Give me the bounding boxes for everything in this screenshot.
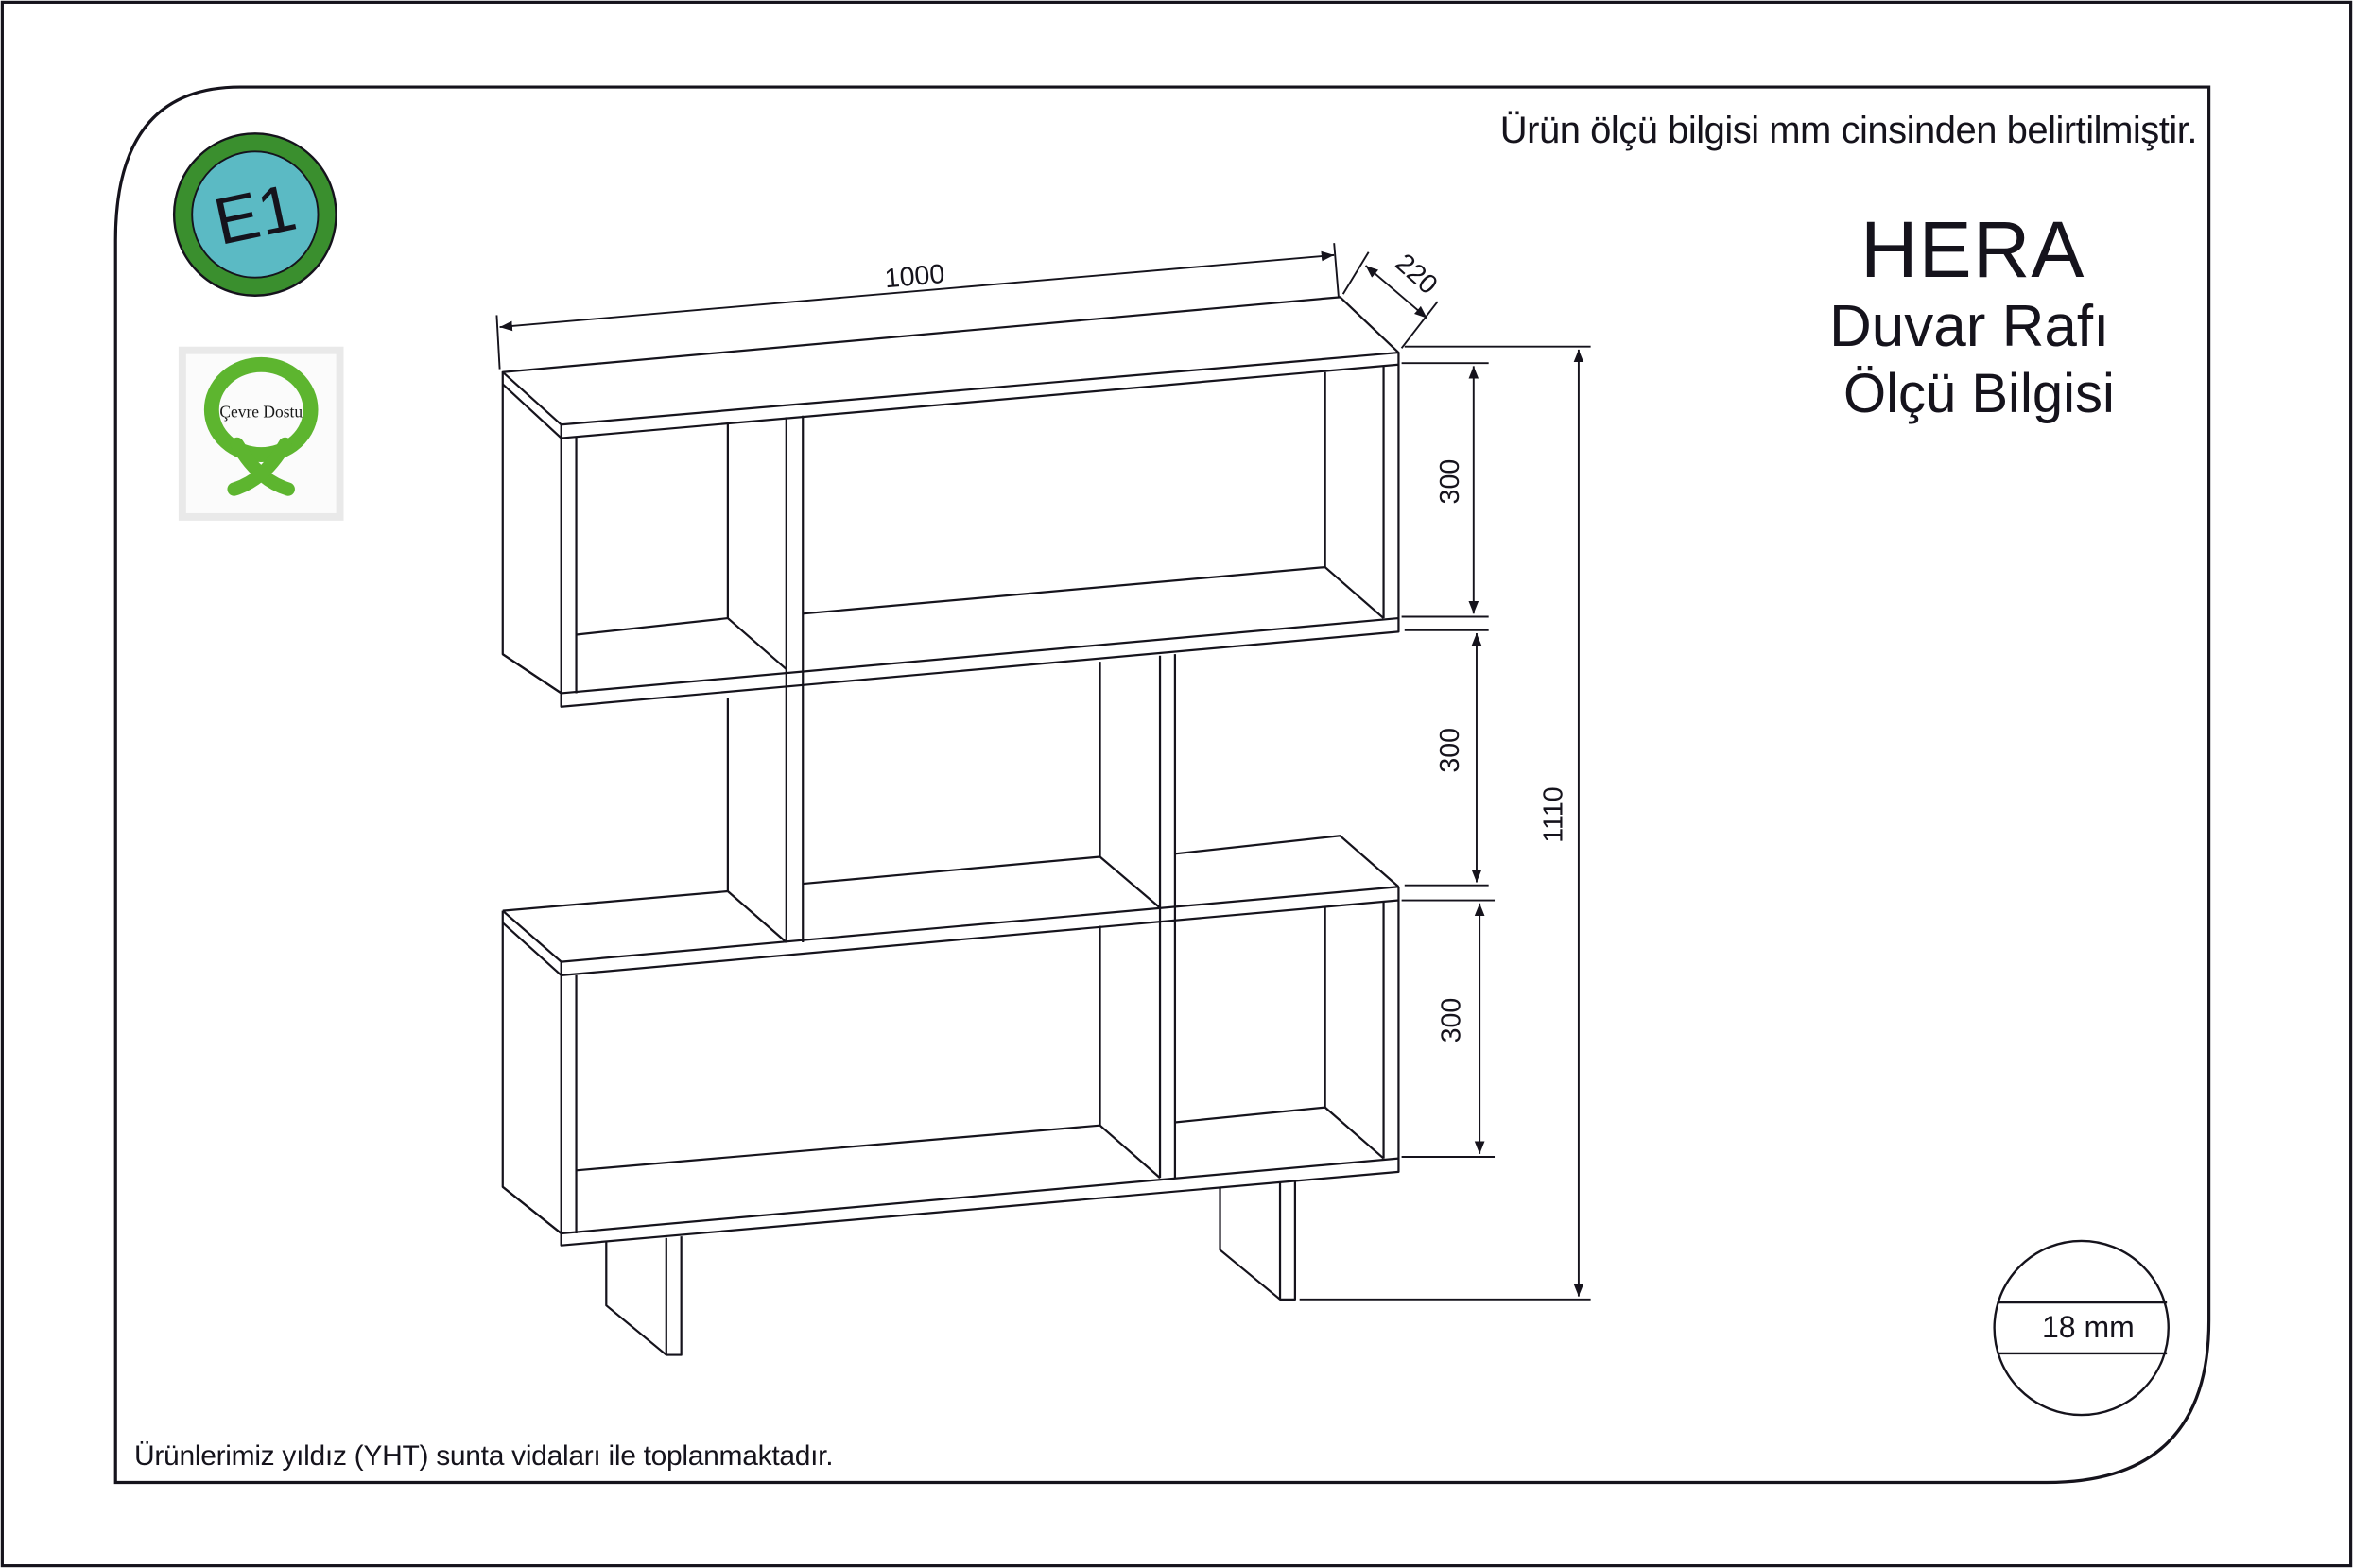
- width-label: 1000: [883, 259, 945, 294]
- e1-label: E1: [208, 170, 303, 259]
- width-dimension-line: [499, 250, 1335, 332]
- thickness-label: 18 mm: [2042, 1310, 2135, 1344]
- height-label-3: 300: [1437, 998, 1467, 1043]
- unit-note: Ürün ölçü bilgisi mm cinsinden belirtilm…: [1499, 110, 2198, 151]
- e1-badge: [172, 132, 337, 297]
- dimension-lines: [495, 243, 1591, 1301]
- inner-frame: [113, 85, 2211, 1485]
- cevre-dostu-logo: Çevre Dostu: [178, 346, 344, 521]
- depth-dimension-line: [1364, 265, 1428, 319]
- top-shelf-surface: [501, 296, 1400, 426]
- assembly-note: Ürünlerimiz yıldız (YHT) sunta vidaları …: [134, 1440, 834, 1472]
- thickness-indicator: [1993, 1239, 2170, 1417]
- cevre-dostu-label: Çevre Dostu: [219, 402, 303, 421]
- height-label-total: 1110: [1538, 786, 1568, 842]
- product-title: HERA: [1860, 205, 2085, 294]
- product-category: Duvar Rafı: [1829, 294, 2110, 359]
- product-subtitle: Ölçü Bilgisi: [1843, 363, 2115, 424]
- bottom-shelf-surface: [502, 889, 728, 912]
- dimension-labels: 1000 220 300 300 300 1110: [883, 248, 1568, 1042]
- right-leg: [1219, 1180, 1297, 1301]
- height-label-1: 300: [1435, 459, 1465, 505]
- shelf-drawing: [501, 296, 1400, 1356]
- height-label-2: 300: [1435, 728, 1465, 773]
- left-leg: [605, 1236, 683, 1356]
